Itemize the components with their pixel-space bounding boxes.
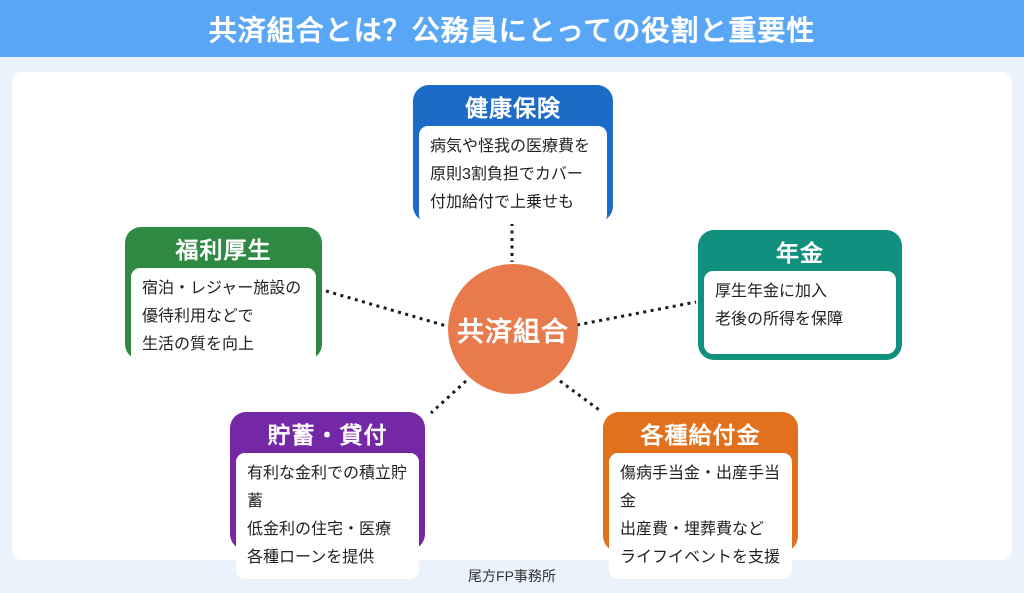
node-header: 健康保険 (413, 85, 613, 126)
node-text-line: 生活の質を向上 (142, 336, 255, 353)
node-text-line: 原則3割負担でカバー (430, 166, 583, 183)
node-text-line: 低金利の住宅・医療 (247, 521, 392, 538)
node-body: 有利な金利での積立貯蓄 低金利の住宅・医療 各種ローンを提供 (236, 453, 419, 579)
center-node: 共済組合 (448, 264, 578, 394)
node-text-line: 傷病手当金・出産手当金 (620, 465, 781, 510)
node-title: 各種給付金 (640, 421, 761, 448)
node-body: 厚生年金に加入 老後の所得を保障 (704, 271, 896, 354)
node-header: 福利厚生 (125, 227, 322, 268)
node-health-insurance: 健康保険 病気や怪我の医療費を 原則3割負担でカバー 付加給付で上乗せも (413, 85, 613, 224)
node-welfare: 福利厚生 宿泊・レジャー施設の 優待利用などで 生活の質を向上 (125, 227, 322, 366)
node-header: 年金 (698, 230, 902, 271)
node-text-line: 出産費・埋葬費など (620, 521, 765, 538)
footer-brand: 尾方FP事務所 (468, 568, 556, 584)
page-title: 共済組合とは？公務員にとっての役割と重要性 (208, 14, 816, 46)
node-title: 健康保険 (465, 94, 561, 121)
node-body: 病気や怪我の医療費を 原則3割負担でカバー 付加給付で上乗せも (419, 126, 607, 224)
node-benefits: 各種給付金 傷病手当金・出産手当金 出産費・埋葬費など ライフイベントを支援 (603, 412, 798, 579)
node-text-line: 各種ローンを提供 (247, 549, 375, 566)
node-text-line: 優待利用などで (142, 308, 254, 325)
center-node-label: 共済組合 (457, 316, 569, 347)
node-body: 宿泊・レジャー施設の 優待利用などで 生活の質を向上 (131, 268, 316, 366)
node-pension: 年金 厚生年金に加入 老後の所得を保障 (698, 230, 902, 360)
node-text-line: 有利な金利での積立貯蓄 (247, 465, 408, 510)
title-bar: 共済組合とは？公務員にとっての役割と重要性 (0, 0, 1024, 57)
node-savings-loans: 貯蓄・貸付 有利な金利での積立貯蓄 低金利の住宅・医療 各種ローンを提供 (230, 412, 425, 579)
node-text-line: 付加給付で上乗せも (430, 194, 575, 211)
node-title: 福利厚生 (175, 236, 272, 263)
node-text-line: 宿泊・レジャー施設の (142, 280, 302, 297)
node-text-line: 老後の所得を保障 (715, 311, 844, 328)
node-title: 貯蓄・貸付 (267, 421, 388, 448)
node-header: 各種給付金 (603, 412, 798, 453)
node-header: 貯蓄・貸付 (230, 412, 425, 453)
node-title: 年金 (776, 239, 824, 266)
node-text-line: ライフイベントを支援 (620, 549, 781, 566)
node-text-line: 厚生年金に加入 (715, 283, 828, 300)
node-body: 傷病手当金・出産手当金 出産費・埋葬費など ライフイベントを支援 (609, 453, 792, 579)
node-text-line: 病気や怪我の医療費を (430, 138, 591, 155)
